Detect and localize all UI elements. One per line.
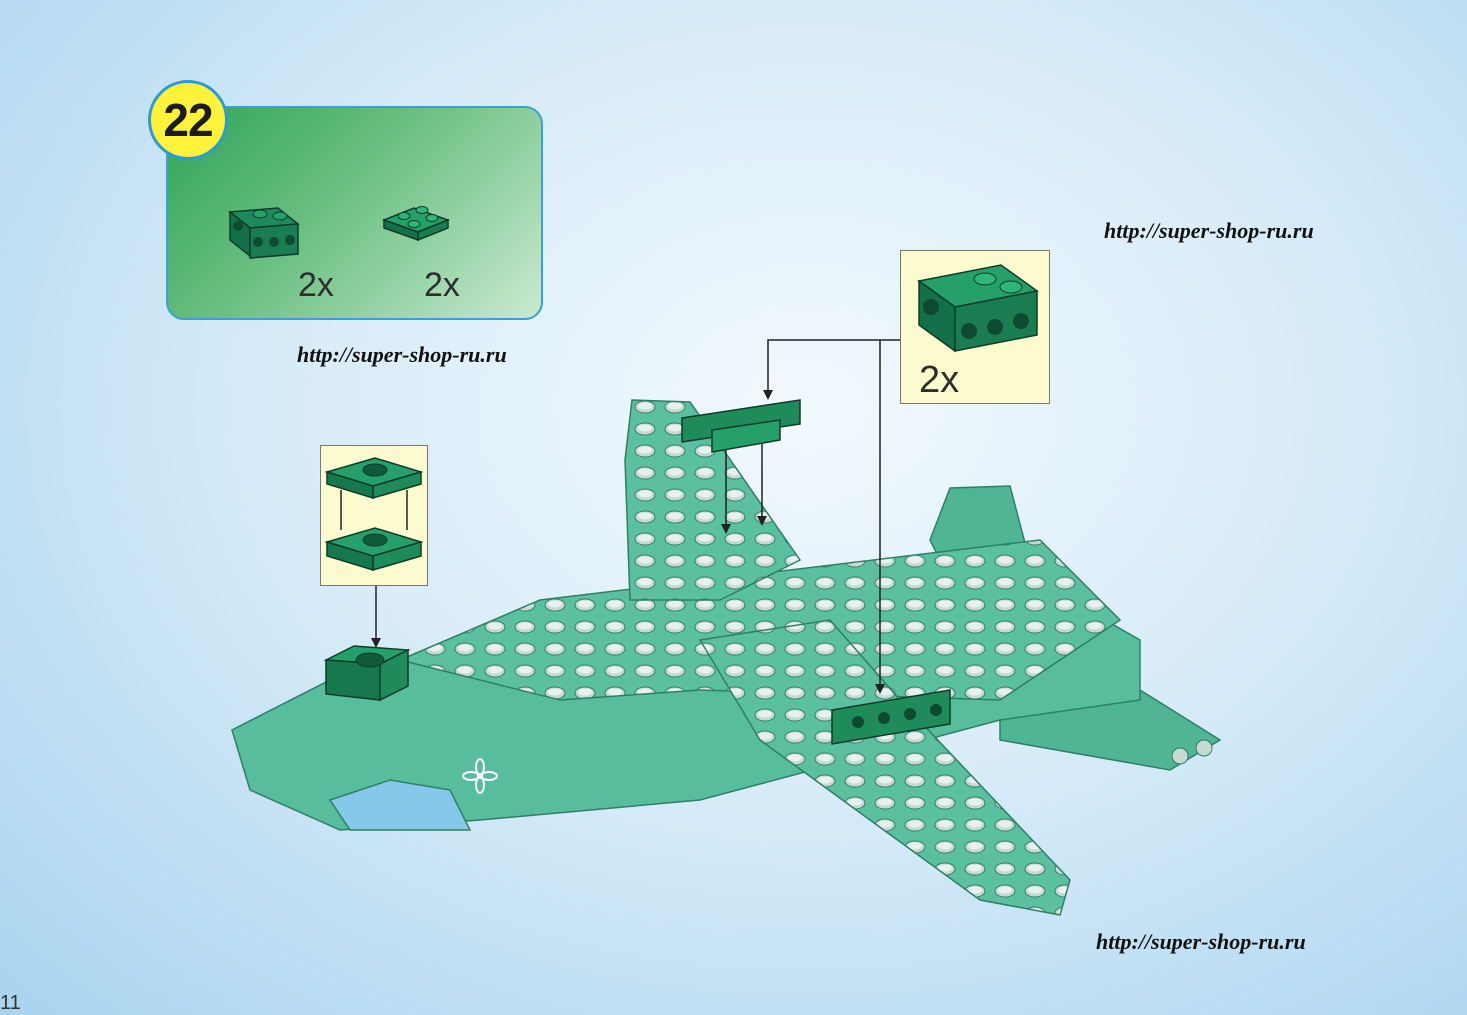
far-wing	[624, 399, 802, 601]
watermark-url-1[interactable]: http://super-shop-ru.ru	[297, 342, 507, 367]
fuselage-top	[397, 539, 1122, 701]
parts-qty-2: 2x	[424, 266, 460, 304]
callout-qty: 2x	[919, 359, 960, 401]
step-number-badge: 22	[148, 80, 228, 160]
parts-qty-1: 2x	[298, 266, 334, 304]
bracket-part-icon	[228, 207, 300, 259]
parts-illustrations	[228, 206, 451, 259]
bracket-callout-icon	[917, 264, 1039, 353]
wing-bracket-bottom	[831, 689, 951, 745]
page-number: 11	[0, 992, 21, 1014]
wing-bracket-top	[681, 399, 801, 453]
bracket-callout: 2x	[900, 250, 1050, 404]
cockpit-window	[328, 779, 472, 831]
propeller-emblem-icon	[462, 758, 498, 794]
parts-list-box: 2x 2x	[166, 106, 543, 320]
plate-part-icon	[381, 206, 451, 242]
near-wing	[698, 619, 1071, 916]
stacked-plates-icon	[324, 457, 424, 572]
watermark-url-3[interactable]: http://super-shop-ru.ru	[1096, 929, 1306, 954]
stack-plates-callout	[320, 445, 428, 586]
nose-plate-placed	[323, 645, 411, 702]
watermark-url-2[interactable]: http://super-shop-ru.ru	[1104, 218, 1314, 243]
